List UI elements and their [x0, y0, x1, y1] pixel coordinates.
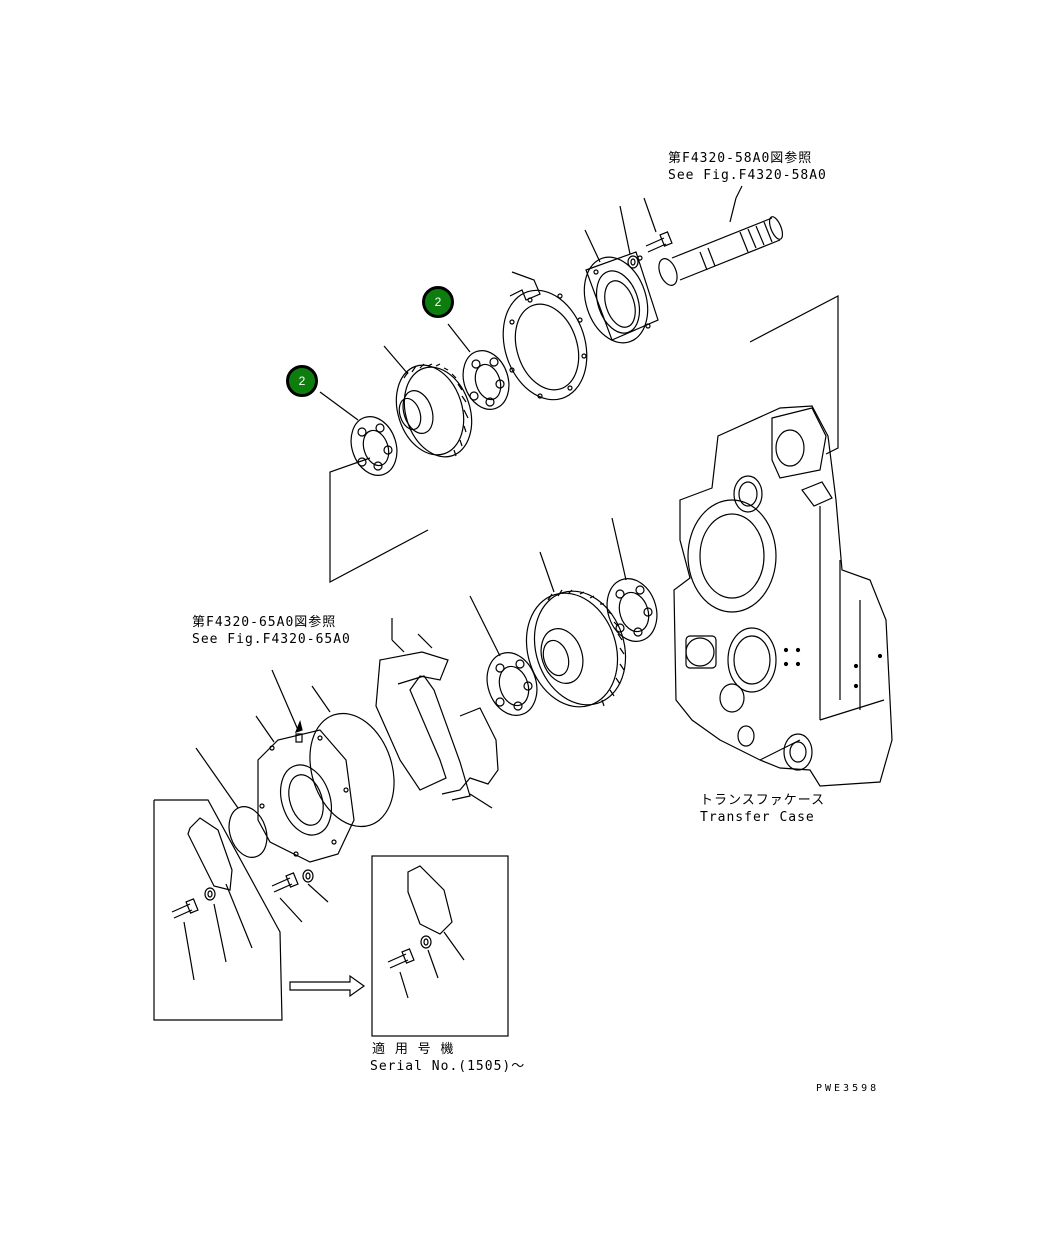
serial-label-jp: 適 用 号 機 [372, 1042, 455, 1057]
leader-lines [759, 739, 801, 761]
inset-box-left [153, 799, 283, 1021]
output-shaft [658, 185, 784, 286]
callout-bearing-left[interactable]: 2 [286, 365, 318, 397]
o-ring-large [309, 685, 395, 828]
pin-marker [271, 669, 303, 743]
inset-box-right [371, 855, 509, 1037]
bearing-lower-right [606, 517, 658, 642]
connector-bracket-upper [329, 295, 839, 583]
shaft-ref-jp: 第F4320-58A0図参照 [668, 151, 813, 166]
gasket-upper [502, 271, 588, 401]
shim-set [375, 618, 499, 809]
callout-bearing-upper[interactable]: 2 [422, 286, 454, 318]
bolt-washer-cover [271, 869, 329, 923]
gear-lower [525, 551, 627, 708]
shaft-ref-en: See Fig.F4320-58A0 [668, 168, 827, 183]
transfer-case-en: Transfer Case [700, 810, 815, 825]
bearing-retainer [583, 229, 659, 344]
bearing-left [319, 391, 398, 476]
cover-plate [255, 715, 355, 863]
gear-upper [383, 345, 473, 458]
washer-upper [619, 205, 639, 269]
serial-label-en: Serial No.(1505)～ [370, 1059, 526, 1074]
o-ring-small [195, 747, 268, 858]
transfer-case-jp: トランスファケース [700, 793, 826, 808]
drawing-code: PWE3598 [816, 1083, 880, 1094]
cover-ref-jp: 第F4320-65A0図参照 [192, 615, 337, 630]
bolt-upper [643, 197, 673, 253]
cover-ref-en: See Fig.F4320-65A0 [192, 632, 351, 647]
transfer-case [673, 405, 893, 787]
bearing-lower-left [469, 595, 538, 716]
bearing-upper [447, 323, 510, 410]
arrow-right [289, 974, 366, 998]
